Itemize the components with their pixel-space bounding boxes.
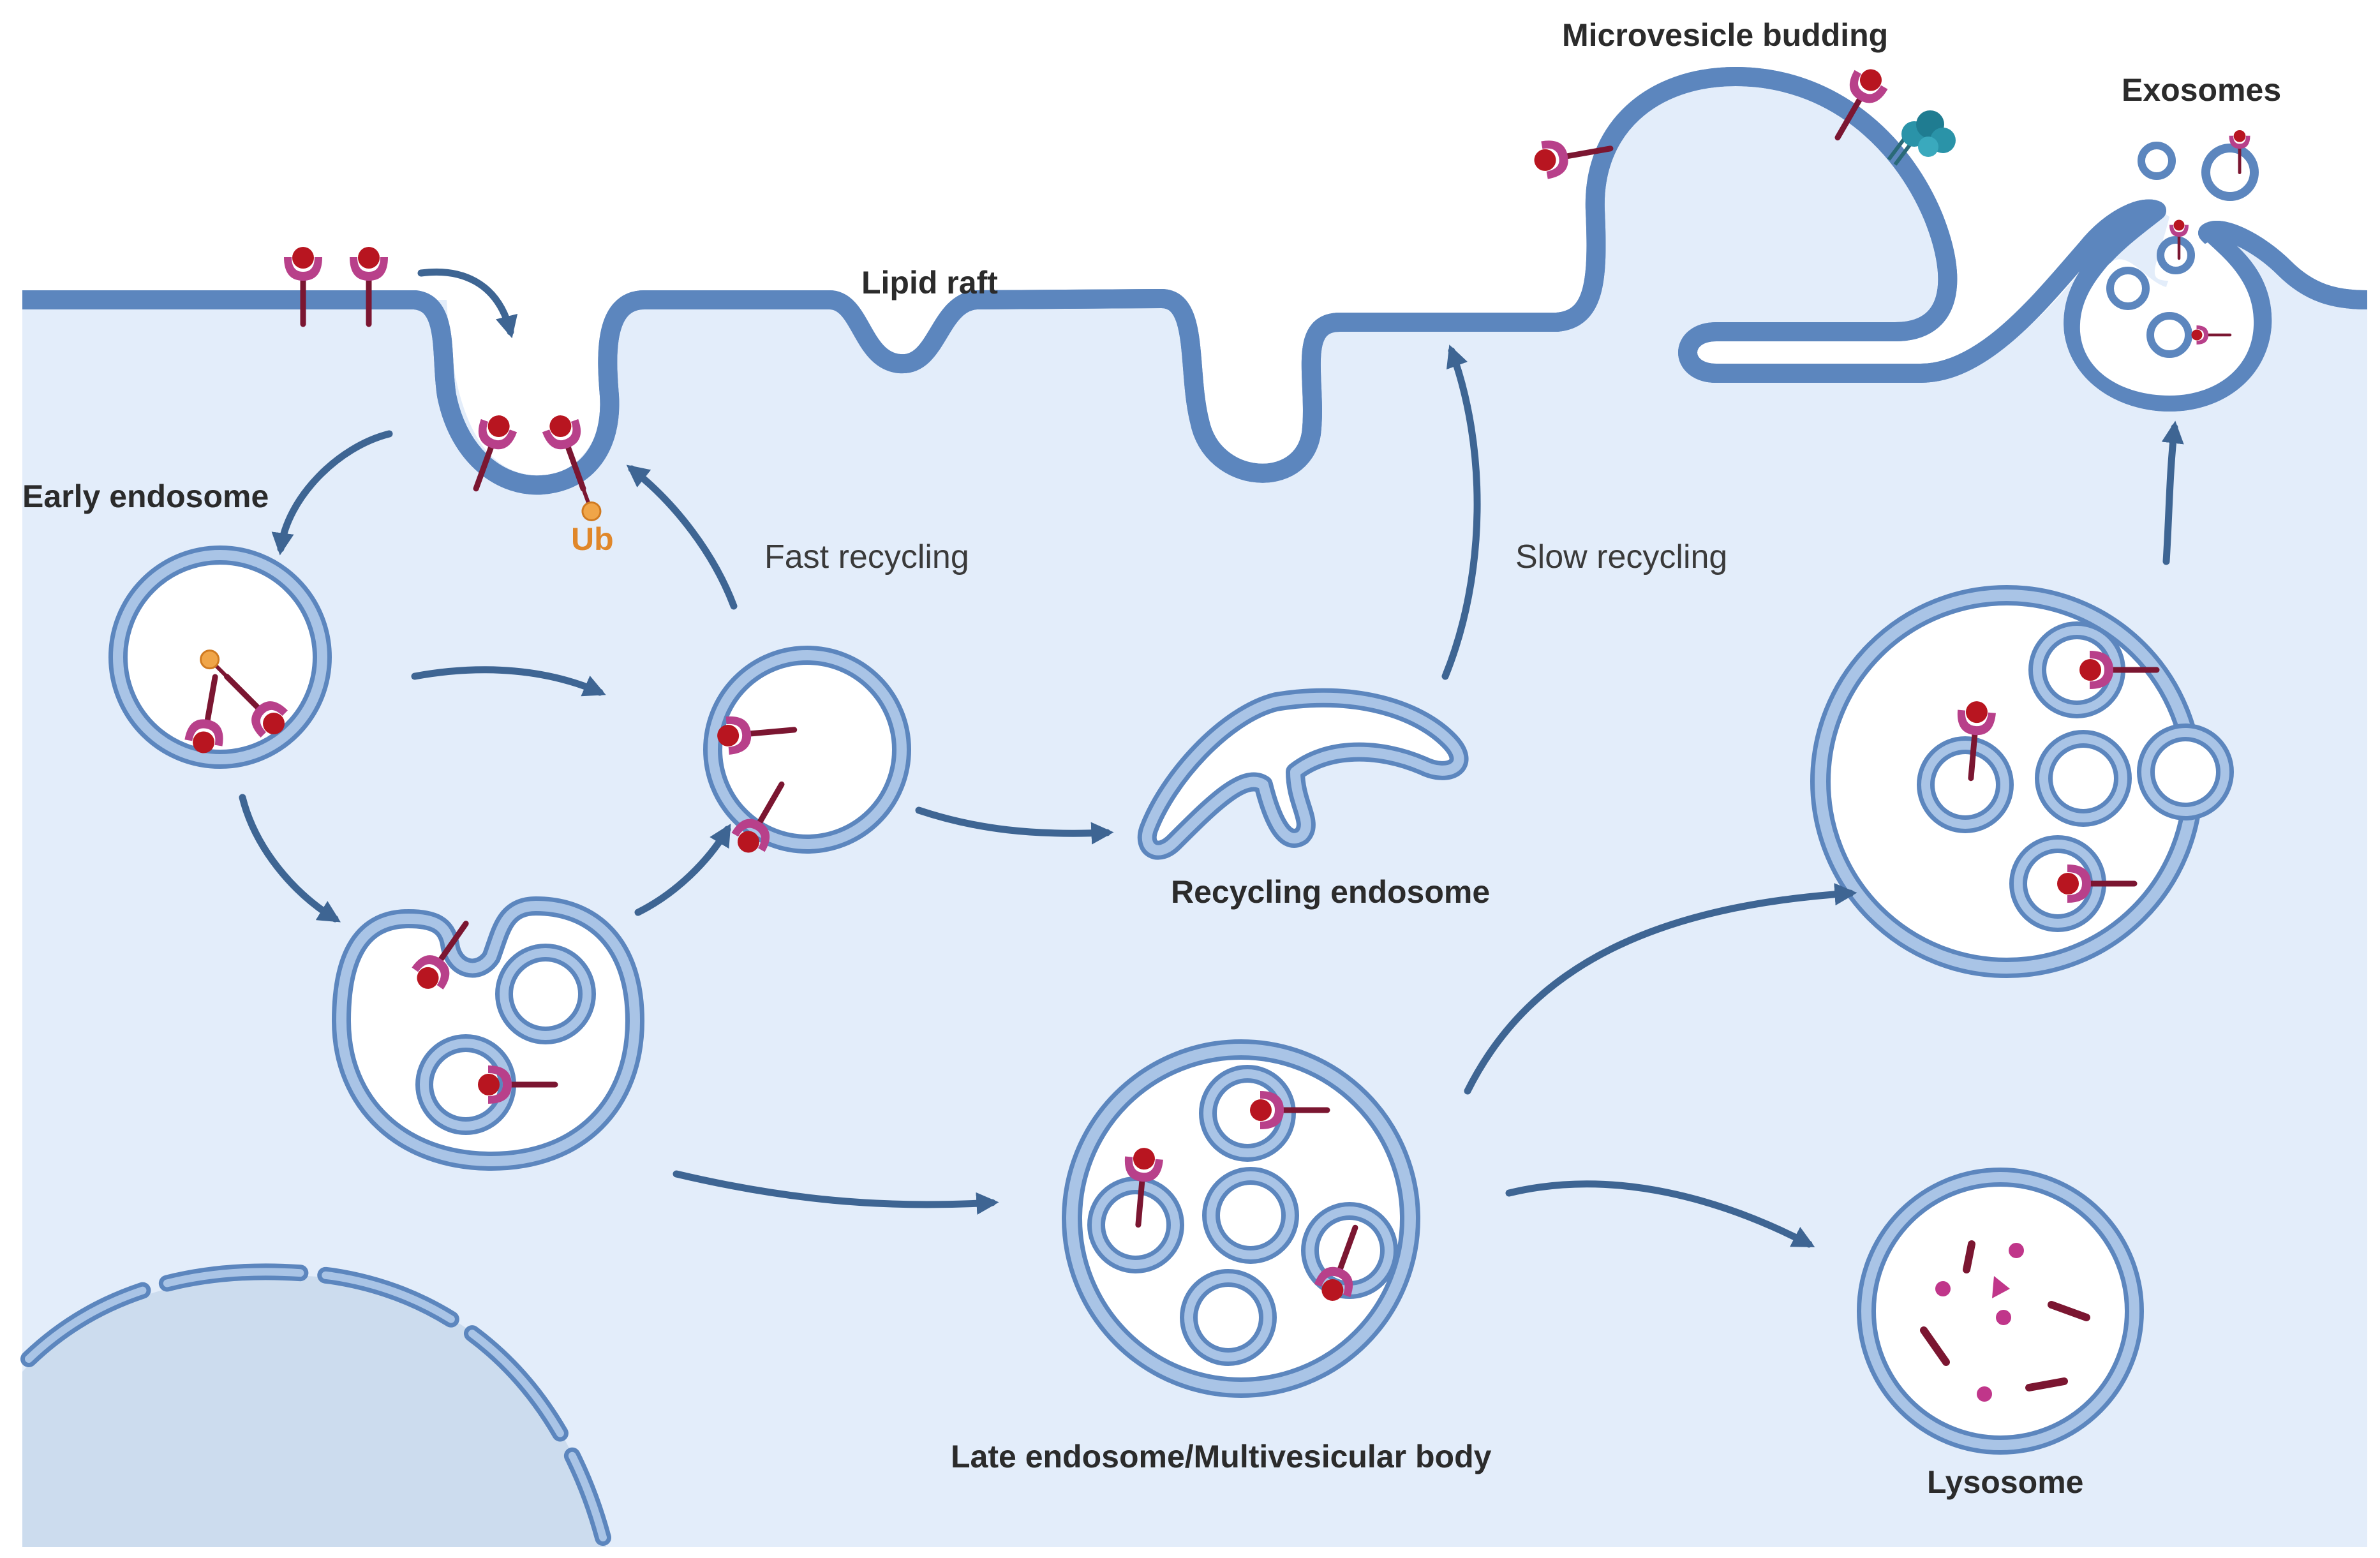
label-recycling-endosome: Recycling endosome <box>1171 874 1490 910</box>
label-exosomes: Exosomes <box>2122 72 2281 108</box>
label-early-endosome: Early endosome <box>22 479 269 514</box>
arrow-internalization <box>417 268 518 339</box>
label-lipid-raft: Lipid raft <box>861 265 998 300</box>
fast-recycling-vesicle <box>703 646 911 861</box>
label-slow-recycling: Slow recycling <box>1515 538 1727 575</box>
early-endosome <box>108 545 332 769</box>
pathway-arrows <box>239 268 2184 1248</box>
arrow-fast-to-recycling <box>915 806 1114 845</box>
sorting-endosome <box>331 896 645 1171</box>
arrow-fast-recycling <box>626 464 738 610</box>
recycling-endosome <box>1137 688 1469 860</box>
exosomes <box>2106 130 2259 358</box>
teal-protein-icon <box>1887 110 1956 166</box>
arrow-slow-recycling <box>1441 345 1481 680</box>
label-ub: Ub <box>571 521 614 557</box>
arrow-mvb-to-exosome <box>2161 420 2184 565</box>
microvesicle-proteins <box>1531 61 1956 181</box>
arrow-early-to-sorting <box>239 794 341 923</box>
label-late-endosome: Late endosome/Multivesicular body <box>951 1439 1492 1474</box>
label-microvesicle-budding: Microvesicle budding <box>1562 17 1888 53</box>
multivesicular-body-upper <box>1810 585 2234 978</box>
arrow-early-to-fast <box>411 666 606 697</box>
arrow-late-to-lysosome <box>1505 1180 1815 1248</box>
arrow-sorting-to-fast <box>634 823 731 916</box>
plasma-membrane <box>22 67 2367 485</box>
arrow-sorting-to-late <box>673 1170 999 1215</box>
label-lysosome: Lysosome <box>1927 1464 2083 1500</box>
late-endosome-mvb <box>1062 1039 1420 1398</box>
nucleus <box>20 1263 611 1547</box>
arrow-late-to-mvb <box>1464 883 1857 1095</box>
label-fast-recycling: Fast recycling <box>764 538 969 575</box>
arrow-to-early-endosome <box>271 430 393 556</box>
lysosome <box>1857 1168 2144 1455</box>
